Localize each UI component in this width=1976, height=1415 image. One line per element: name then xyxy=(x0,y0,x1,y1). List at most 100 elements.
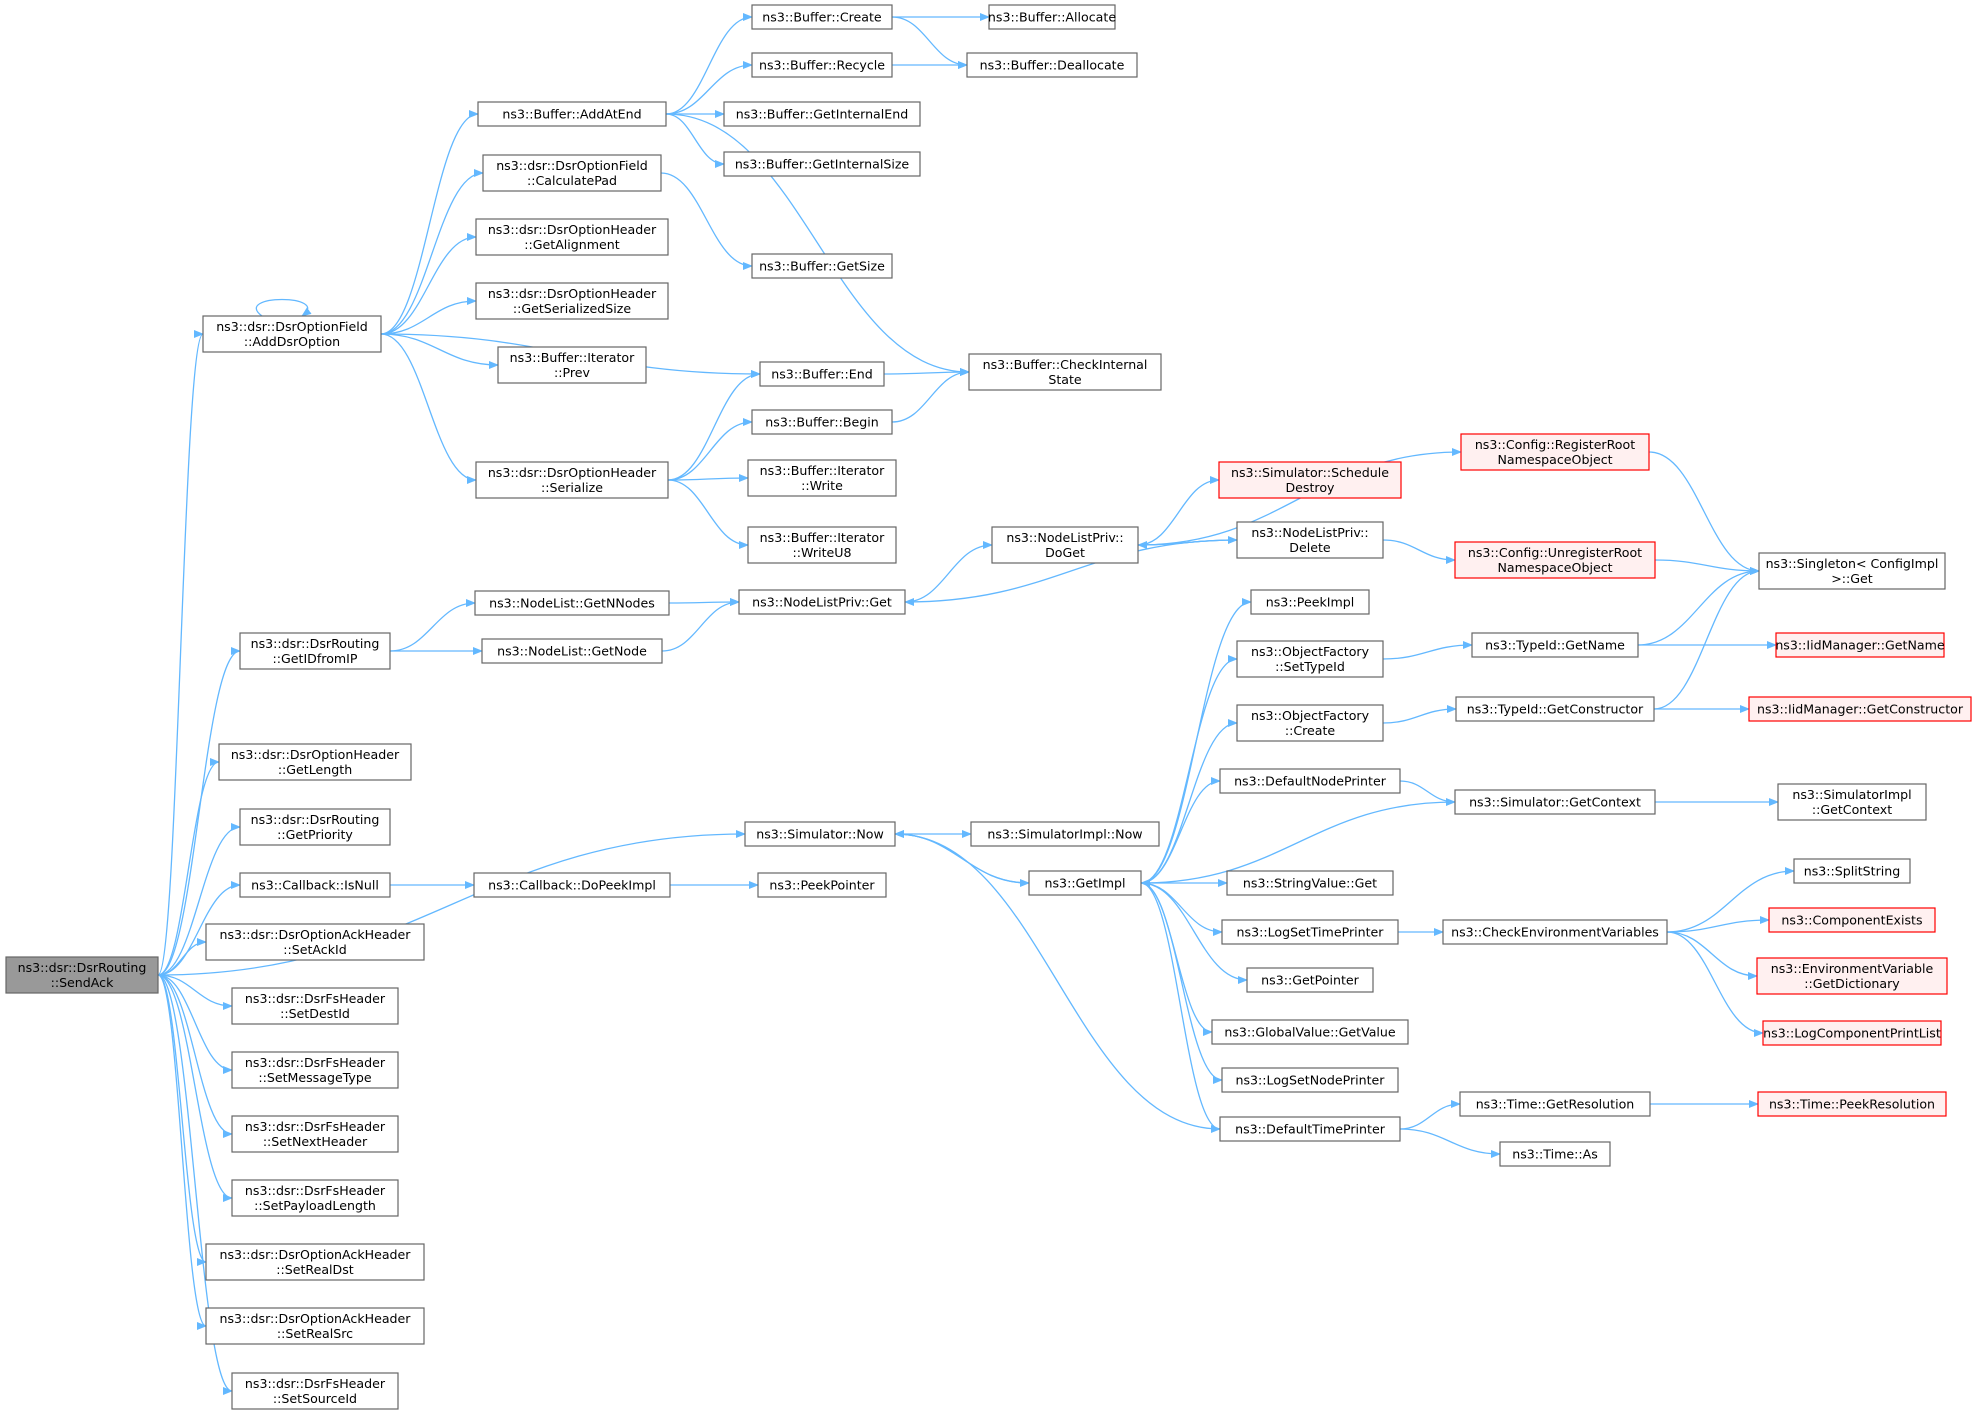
node-typeIdGetConstructor[interactable]: ns3::TypeId::GetConstructor xyxy=(1455,696,1655,722)
node-box[interactable] xyxy=(991,526,1139,564)
node-box[interactable] xyxy=(1226,870,1394,896)
node-box[interactable] xyxy=(231,1051,399,1089)
node-simNow[interactable]: ns3::Simulator::Now xyxy=(744,821,896,847)
node-splitString[interactable]: ns3::SplitString xyxy=(1793,858,1911,884)
node-getAlignment[interactable]: ns3::dsr::DsrOptionHeader::GetAlignment xyxy=(475,218,669,256)
node-box[interactable] xyxy=(1236,640,1384,678)
node-getLength[interactable]: ns3::dsr::DsrOptionHeader::GetLength xyxy=(218,743,412,781)
node-box[interactable] xyxy=(239,632,391,670)
node-box[interactable] xyxy=(482,154,662,192)
node-doPeekImpl[interactable]: ns3::Callback::DoPeekImpl xyxy=(473,872,671,898)
node-getPointer[interactable]: ns3::GetPointer xyxy=(1246,967,1374,993)
node-box[interactable] xyxy=(966,52,1138,78)
node-box[interactable] xyxy=(1442,919,1668,945)
node-addDsrOption[interactable]: ns3::dsr::DsrOptionField::AddDsrOption xyxy=(202,315,382,353)
node-bufGetSize[interactable]: ns3::Buffer::GetSize xyxy=(751,253,893,279)
node-setRealDst[interactable]: ns3::dsr::DsrOptionAckHeader::SetRealDst xyxy=(205,1243,425,1281)
node-box[interactable] xyxy=(1219,1116,1401,1142)
node-serialize[interactable]: ns3::dsr::DsrOptionHeader::Serialize xyxy=(475,461,669,499)
node-box[interactable] xyxy=(757,872,887,898)
node-setRealSrc[interactable]: ns3::dsr::DsrOptionAckHeader::SetRealSrc xyxy=(205,1307,425,1345)
node-box[interactable] xyxy=(1454,541,1656,579)
node-box[interactable] xyxy=(1756,957,1948,995)
node-box[interactable] xyxy=(218,743,412,781)
node-iterWriteU8[interactable]: ns3::Buffer::Iterator::WriteU8 xyxy=(747,526,897,564)
node-logSetNodePrinter[interactable]: ns3::LogSetNodePrinter xyxy=(1221,1067,1399,1093)
node-simImplGetContext[interactable]: ns3::SimulatorImpl::GetContext xyxy=(1777,783,1927,821)
node-unregisterRoot[interactable]: ns3::Config::UnregisterRootNamespaceObje… xyxy=(1454,541,1656,579)
node-bufEnd[interactable]: ns3::Buffer::End xyxy=(759,361,885,387)
node-timePeekResolution[interactable]: ns3::Time::PeekResolution xyxy=(1757,1091,1947,1117)
node-singletonGet[interactable]: ns3::Singleton< ConfigImpl >::Get xyxy=(1758,552,1946,590)
node-box[interactable] xyxy=(239,808,391,846)
node-box[interactable] xyxy=(477,101,667,127)
node-box[interactable] xyxy=(205,1307,425,1345)
node-box[interactable] xyxy=(475,218,669,256)
node-box[interactable] xyxy=(1250,589,1370,615)
node-box[interactable] xyxy=(231,1179,399,1217)
node-ofSetTypeId[interactable]: ns3::ObjectFactory::SetTypeId xyxy=(1236,640,1384,678)
node-box[interactable] xyxy=(1236,521,1384,559)
node-setMessageType[interactable]: ns3::dsr::DsrFsHeader::SetMessageType xyxy=(231,1051,399,1089)
node-box[interactable] xyxy=(5,956,159,994)
node-box[interactable] xyxy=(205,1243,425,1281)
node-iterPrev[interactable]: ns3::Buffer::Iterator::Prev xyxy=(497,346,647,384)
node-box[interactable] xyxy=(751,52,893,78)
node-box[interactable] xyxy=(723,151,921,177)
node-box[interactable] xyxy=(759,361,885,387)
node-box[interactable] xyxy=(747,526,897,564)
node-box[interactable] xyxy=(1793,858,1911,884)
node-box[interactable] xyxy=(1768,907,1936,933)
node-nlpDoGet[interactable]: ns3::NodeListPriv::DoGet xyxy=(991,526,1139,564)
node-box[interactable] xyxy=(738,589,906,615)
node-box[interactable] xyxy=(751,4,893,30)
node-addAtEnd[interactable]: ns3::Buffer::AddAtEnd xyxy=(477,101,667,127)
node-iidGetConstructor[interactable]: ns3::IidManager::GetConstructor xyxy=(1748,696,1972,722)
node-box[interactable] xyxy=(1221,1067,1399,1093)
node-stringValueGet[interactable]: ns3::StringValue::Get xyxy=(1226,870,1394,896)
node-componentExists[interactable]: ns3::ComponentExists xyxy=(1768,907,1936,933)
node-box[interactable] xyxy=(1221,919,1399,945)
node-box[interactable] xyxy=(231,1115,399,1153)
node-getNNodes[interactable]: ns3::NodeList::GetNNodes xyxy=(474,590,670,616)
node-iterWrite[interactable]: ns3::Buffer::Iterator::Write xyxy=(747,459,897,497)
node-getIDfromIP[interactable]: ns3::dsr::DsrRouting::GetIDfromIP xyxy=(239,632,391,670)
node-peekPointer[interactable]: ns3::PeekPointer xyxy=(757,872,887,898)
node-getPriority[interactable]: ns3::dsr::DsrRouting::GetPriority xyxy=(239,808,391,846)
node-getNode[interactable]: ns3::NodeList::GetNode xyxy=(481,638,663,664)
node-box[interactable] xyxy=(747,459,897,497)
node-logSetTimePrinter[interactable]: ns3::LogSetTimePrinter xyxy=(1221,919,1399,945)
node-box[interactable] xyxy=(497,346,647,384)
node-box[interactable] xyxy=(1777,783,1927,821)
node-box[interactable] xyxy=(1236,704,1384,742)
node-defaultTimePrinter[interactable]: ns3::DefaultTimePrinter xyxy=(1219,1116,1401,1142)
node-bufDeallocate[interactable]: ns3::Buffer::Deallocate xyxy=(966,52,1138,78)
node-box[interactable] xyxy=(1454,789,1656,815)
node-box[interactable] xyxy=(968,353,1162,391)
node-box[interactable] xyxy=(751,253,893,279)
node-setPayloadLength[interactable]: ns3::dsr::DsrFsHeader::SetPayloadLength xyxy=(231,1179,399,1217)
node-box[interactable] xyxy=(723,101,921,127)
node-box[interactable] xyxy=(1775,632,1945,658)
node-peekImpl[interactable]: ns3::PeekImpl xyxy=(1250,589,1370,615)
node-box[interactable] xyxy=(1460,433,1650,471)
node-box[interactable] xyxy=(751,409,893,435)
node-isNull[interactable]: ns3::Callback::IsNull xyxy=(239,872,391,898)
node-box[interactable] xyxy=(1219,768,1401,794)
node-box[interactable] xyxy=(970,821,1160,847)
node-globalValueGetValue[interactable]: ns3::GlobalValue::GetValue xyxy=(1211,1019,1409,1045)
node-box[interactable] xyxy=(1471,632,1639,658)
node-box[interactable] xyxy=(475,461,669,499)
node-box[interactable] xyxy=(481,638,663,664)
node-simImplNow[interactable]: ns3::SimulatorImpl::Now xyxy=(970,821,1160,847)
node-bufRecycle[interactable]: ns3::Buffer::Recycle xyxy=(751,52,893,78)
node-setAckId[interactable]: ns3::dsr::DsrOptionAckHeader::SetAckId xyxy=(205,923,425,961)
node-setSourceId[interactable]: ns3::dsr::DsrFsHeader::SetSourceId xyxy=(231,1372,399,1410)
node-box[interactable] xyxy=(1758,552,1946,590)
node-box[interactable] xyxy=(474,590,670,616)
node-bufCreate[interactable]: ns3::Buffer::Create xyxy=(751,4,893,30)
node-bufAllocate[interactable]: ns3::Buffer::Allocate xyxy=(988,4,1116,30)
node-box[interactable] xyxy=(988,4,1116,30)
node-simGetContext[interactable]: ns3::Simulator::GetContext xyxy=(1454,789,1656,815)
